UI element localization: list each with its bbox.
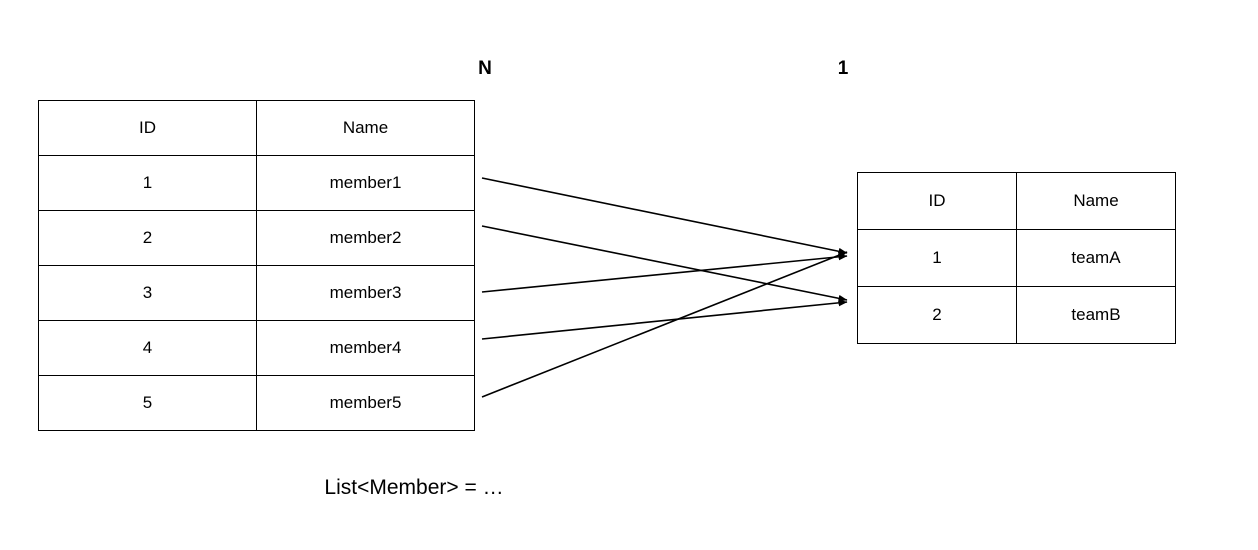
relation-arrow-member1-teamA [481,177,848,255]
cardinality-label-many: N [478,58,492,79]
caption-text: List<Member> = … [324,476,504,499]
team-header-id: ID [857,172,1017,230]
team-cell-id: 1 [857,229,1017,287]
member-cell-id: 3 [38,265,257,321]
team-cell-name: teamB [1016,286,1176,344]
member-cell-id: 2 [38,210,257,266]
team-header-name: Name [1016,172,1176,230]
table-row: 1 member1 [38,155,475,211]
relation-arrow-member5-teamA [481,251,848,398]
table-row: 5 member5 [38,375,475,431]
table-row: 2 member2 [38,210,475,266]
team-cell-name: teamA [1016,229,1176,287]
relation-arrow-member3-teamA [481,253,848,293]
member-cell-name: member5 [256,375,475,431]
table-row: 4 member4 [38,320,475,376]
member-cell-name: member2 [256,210,475,266]
member-table: ID Name 1 member1 2 member2 3 member3 4 … [38,100,475,431]
member-header-id: ID [38,100,257,156]
table-header-row: ID Name [38,100,475,156]
team-cell-id: 2 [857,286,1017,344]
member-cell-id: 5 [38,375,257,431]
table-row: 1 teamA [857,229,1176,287]
member-cell-id: 1 [38,155,257,211]
member-cell-name: member4 [256,320,475,376]
relation-arrow-member4-teamB [481,299,848,340]
table-header-row: ID Name [857,172,1176,230]
team-table: ID Name 1 teamA 2 teamB [857,172,1176,344]
member-cell-name: member3 [256,265,475,321]
relation-arrow-member2-teamB [481,225,848,302]
member-header-name: Name [256,100,475,156]
table-row: 2 teamB [857,286,1176,344]
cardinality-label-one: 1 [837,58,849,79]
member-cell-name: member1 [256,155,475,211]
member-cell-id: 4 [38,320,257,376]
table-row: 3 member3 [38,265,475,321]
